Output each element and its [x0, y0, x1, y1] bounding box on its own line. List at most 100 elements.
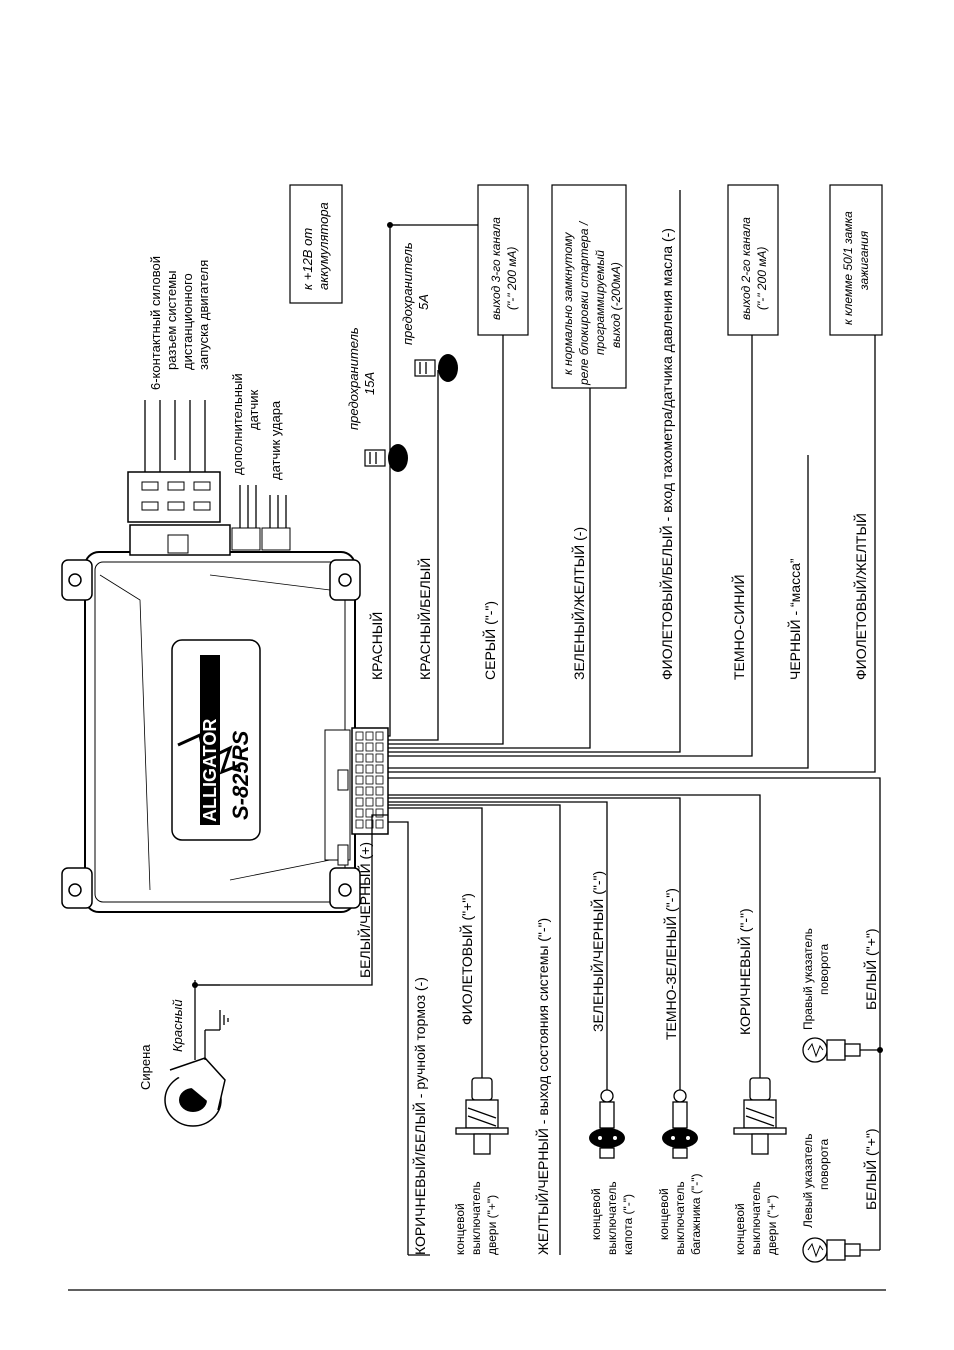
svg-text:выключатель: выключатель	[605, 1181, 619, 1255]
channel2-box: выход 2-го канала ("-" 200 мА)	[727, 184, 779, 336]
svg-text:двери ("+"): двери ("+")	[765, 1195, 779, 1255]
label-white-plus-left: БЕЛЫЙ ("+")	[862, 1129, 879, 1211]
connector-pin	[365, 775, 374, 785]
shock-sensor-label: датчик удара	[268, 400, 283, 480]
connector-pin	[365, 786, 374, 796]
right-indicator-bulb-icon	[802, 1037, 861, 1063]
alarm-main-unit: ALLIGATOR S-825RS	[61, 524, 361, 913]
label-yellow-black: ЖЕЛТЫЙ/ЧЕРНЫЙ - выход состояния системы …	[534, 918, 551, 1255]
connector-pin	[375, 764, 384, 774]
label-white-black: БЕЛЫЙ/ЧЕРНЫЙ (+)	[356, 842, 373, 978]
connector-pin	[355, 764, 364, 774]
connector-pin	[355, 819, 364, 829]
svg-text:6-контактный силовой: 6-контактный силовой	[148, 256, 163, 390]
channel3-box: выход 3-го канала ("-" 200 мА)	[477, 184, 529, 336]
connector-pin	[365, 819, 374, 829]
extra-sensor-label: дополнительный	[230, 373, 245, 475]
trunk-switch-label: концевой выключатель багажника ("-")	[657, 1174, 703, 1255]
connector-pin	[355, 753, 364, 763]
svg-text:к клемме 50/1 замка: к клемме 50/1 замка	[841, 211, 855, 325]
hood-switch-label: концевой выключатель капота ("-")	[589, 1181, 635, 1255]
connector-pin	[375, 742, 384, 752]
hood-switch-icon	[589, 1089, 625, 1159]
label-brown-white: КОРИЧНЕВЫЙ/БЕЛЫЙ - ручной тормоз (-)	[411, 977, 428, 1255]
svg-text:поворота: поворота	[817, 1138, 831, 1190]
svg-text:концевой: концевой	[657, 1188, 671, 1240]
door-switch-plus-icon	[455, 1077, 509, 1155]
svg-text:выключатель: выключатель	[673, 1181, 687, 1255]
fuse-15a-label: предохранитель	[346, 327, 361, 430]
connector-pin	[375, 731, 384, 741]
connector-pin	[355, 742, 364, 752]
connector-pin	[365, 742, 374, 752]
left-indicator-label: Левый указатель поворота	[801, 1134, 831, 1228]
svg-text:зажигания: зажигания	[857, 230, 871, 291]
brand-logo: ALLIGATOR	[200, 719, 220, 822]
door-switch-plus2-label: концевой выключатель двери ("+")	[733, 1181, 779, 1255]
label-black-mass: ЧЕРНЫЙ - “масса”	[786, 558, 803, 680]
ignition-box: к клемме 50/1 замка зажигания	[829, 184, 883, 336]
connector-pin	[355, 808, 364, 818]
svg-text:запуска двигателя: запуска двигателя	[196, 260, 211, 370]
main-connector-18pin	[351, 727, 389, 835]
connector-pin	[365, 753, 374, 763]
label-dark-green: ТЕМНО-ЗЕЛЕНЫЙ ("-")	[662, 888, 679, 1040]
svg-text:аккумулятора: аккумулятора	[316, 202, 331, 290]
label-violet-white: ФИОЛЕТОВЫЙ/БЕЛЫЙ - вход тахометра/датчик…	[658, 228, 675, 680]
label-grey: СЕРЫЙ ("-")	[481, 601, 498, 680]
svg-text:Правый указатель: Правый указатель	[801, 928, 815, 1030]
svg-text:к нормально замкнутому: к нормально замкнутому	[561, 231, 575, 375]
svg-text:поворота: поворота	[817, 943, 831, 995]
right-wires	[387, 190, 876, 773]
connector-pin	[355, 775, 364, 785]
svg-text:выключатель: выключатель	[749, 1181, 763, 1255]
svg-text:выход 2-го канала: выход 2-го канала	[739, 217, 753, 320]
svg-text:программируемый: программируемый	[593, 250, 607, 355]
label-violet-yellow: ФИОЛЕТОВЫЙ/ЖЕЛТЫЙ	[852, 513, 869, 680]
connector-pin	[375, 775, 384, 785]
connector-pin	[365, 731, 374, 741]
connector-pin	[365, 797, 374, 807]
door-switch-plus-label: концевой выключатель двери ("+")	[453, 1181, 499, 1255]
connector-pin	[365, 764, 374, 774]
svg-text:багажника ("-"): багажника ("-")	[689, 1174, 703, 1255]
label-green-yellow: ЗЕЛЕНЫЙ/ЖЕЛТЫЙ (-)	[570, 527, 587, 680]
model-name: S-825RS	[228, 730, 253, 820]
svg-text:("-" 200 мА): ("-" 200 мА)	[755, 247, 769, 310]
connector-pin	[355, 786, 364, 796]
connector-pin	[355, 731, 364, 741]
svg-text:выход 3-го канала: выход 3-го канала	[489, 217, 503, 320]
sensor-connectors: дополнительный датчик датчик удара	[230, 373, 287, 528]
fuse-5a-label: предохранитель	[400, 242, 415, 345]
door-switch-plus2-icon	[733, 1077, 787, 1155]
svg-text:двери ("+"): двери ("+")	[485, 1195, 499, 1255]
connector-pin	[365, 808, 374, 818]
svg-text:Левый указатель: Левый указатель	[801, 1134, 815, 1228]
label-red-white: КРАСНЫЙ/БЕЛЫЙ	[416, 558, 433, 680]
svg-text:выход (-200мА): выход (-200мА)	[609, 262, 623, 348]
connector-pin	[375, 786, 384, 796]
svg-text:капота ("-"): капота ("-")	[621, 1194, 635, 1255]
svg-text:концевой: концевой	[733, 1203, 747, 1255]
svg-text:реле блокировки стартера /: реле блокировки стартера /	[577, 220, 591, 386]
trunk-switch-icon	[662, 1089, 698, 1159]
left-wires	[192, 777, 883, 1256]
svg-text:к +12В от: к +12В от	[300, 228, 315, 290]
fuse-15a-icon	[364, 444, 408, 472]
right-indicator-label: Правый указатель поворота	[801, 928, 831, 1030]
svg-text:концевой: концевой	[589, 1188, 603, 1240]
connector-pin	[375, 819, 384, 829]
label-brown-minus: КОРИЧНЕВЫЙ ("-")	[736, 908, 753, 1035]
svg-text:разъем системы: разъем системы	[164, 271, 179, 370]
power-connector-6pin	[127, 400, 221, 523]
label-white-plus-right: БЕЛЫЙ ("+")	[862, 929, 879, 1011]
label-dark-blue: ТЕМНО-СИНИЙ	[730, 574, 747, 680]
siren-icon	[164, 980, 226, 1127]
ground-icon	[204, 1010, 229, 1060]
connector-pin	[375, 808, 384, 818]
connector-pin	[375, 753, 384, 763]
starter-relay-box: к нормально замкнутому реле блокировки с…	[551, 184, 627, 389]
connector-pin	[355, 797, 364, 807]
connector-note: 6-контактный силовой разъем системы дист…	[148, 256, 211, 390]
